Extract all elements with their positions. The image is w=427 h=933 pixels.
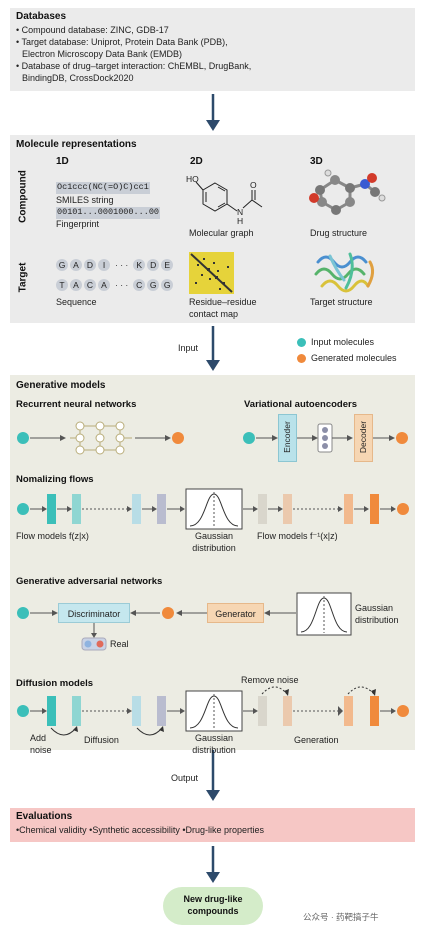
mol-label-h: H: [237, 216, 244, 226]
residue-12: C: [133, 279, 146, 291]
residue-8: T: [56, 279, 68, 291]
input-arrow-label: Input: [178, 343, 199, 353]
databases-item-5: BindingDB, CrossDock2020: [22, 73, 134, 83]
sequence-label: Sequence: [56, 297, 97, 307]
sequence-row-1: G A D I · · · K D E: [56, 259, 174, 271]
legend-input-label: Input molecules: [311, 337, 375, 347]
residue-9: A: [70, 279, 82, 291]
databases-item-1: • Compound database: ZINC, GDB-17: [16, 25, 169, 35]
flow-models-forward-label: Flow models f(z|x): [16, 531, 89, 541]
generator-box: Generator: [207, 603, 264, 623]
molecular-graph-label: Molecular graph: [189, 228, 254, 238]
gan-title: Generative adversarial networks: [16, 576, 163, 587]
real-label: Real: [110, 639, 129, 649]
evaluations-panel: [10, 808, 415, 842]
generative-title: Generative models: [16, 380, 106, 391]
gan-gaussian-label: Gaussian distribution: [355, 603, 399, 625]
mol-label-o: O: [250, 180, 257, 190]
contact-map-image: [189, 252, 234, 294]
mol-label-n: N: [237, 207, 244, 217]
residue-2: A: [70, 259, 82, 271]
diffusion-title: Diffusion models: [16, 678, 94, 689]
residue-1: G: [56, 259, 68, 271]
residue-7: E: [161, 259, 174, 271]
legend-generated-label: Generated molecules: [311, 353, 397, 363]
legend-input-dot: [297, 338, 306, 347]
residue-6: D: [147, 259, 160, 271]
encoder-block: [278, 414, 297, 462]
row-target-label: Target: [17, 262, 29, 293]
databases-item-2: • Target database: Uniprot, Protein Data…: [16, 37, 228, 47]
flow-models-inverse-label: Flow models f⁻¹(x|z): [257, 531, 338, 541]
add-noise-label: Add noise: [30, 733, 52, 755]
nf-title: Nomalizing flows: [16, 474, 94, 485]
mol-label-ho: HO: [186, 174, 199, 184]
diffusion-gaussian-label: Gaussian distribution: [192, 733, 236, 755]
vae-title: Variational autoencoders: [244, 399, 357, 410]
legend-generated-dot: [297, 354, 306, 363]
diffusion-label: Diffusion: [84, 735, 119, 745]
residue-3: D: [84, 259, 96, 271]
nf-gaussian-label: Gaussian distribution: [192, 531, 236, 553]
smiles-label: SMILES string: [56, 195, 114, 205]
decoder-block: [354, 414, 373, 462]
final-compounds-pill: [163, 887, 263, 925]
databases-item-3: Electron Microscopy Data Bank (EMDB): [22, 49, 183, 59]
discriminator-box: Discriminator: [58, 603, 130, 623]
residue-4: I: [98, 259, 110, 271]
representations-title: Molecule representations: [16, 139, 137, 150]
final-compounds-label: New drug-like compounds: [183, 894, 243, 916]
watermark: 公众号 · 药靶搞子牛: [303, 912, 379, 922]
sequence-dots-2: · · ·: [115, 280, 129, 290]
fingerprint-label: Fingerprint: [56, 219, 100, 229]
remove-noise-label: Remove noise: [241, 675, 299, 685]
sequence-dots: · · ·: [115, 260, 129, 270]
databases-title: Databases: [16, 11, 67, 22]
smiles-value: Oc1ccc(NC(=O)C)cc1: [56, 182, 150, 194]
fingerprint-value: 00101...0001000...00: [56, 207, 161, 219]
databases-panel: [10, 8, 415, 91]
rnn-title: Recurrent neural networks: [16, 399, 137, 410]
row-compound-label: Compound: [17, 170, 29, 223]
residue-11: A: [98, 279, 110, 291]
decoder-label: Decoder: [358, 420, 368, 454]
column-2d: 2D: [190, 156, 203, 167]
sequence-row-2: T A C A · · · C G G: [56, 279, 174, 291]
residue-14: G: [161, 279, 174, 291]
column-3d: 3D: [310, 156, 323, 167]
drug-structure-label: Drug structure: [310, 228, 368, 238]
residue-10: C: [84, 279, 96, 291]
evaluations-items: •Chemical validity •Synthetic accessibil…: [16, 825, 265, 835]
evaluations-title: Evaluations: [16, 811, 73, 822]
generation-label: Generation: [294, 735, 339, 745]
residue-13: G: [147, 279, 160, 291]
databases-item-4: • Database of drug–target interaction: C…: [16, 61, 252, 71]
encoder-label: Encoder: [282, 421, 292, 453]
residue-5: K: [133, 259, 146, 271]
target-structure-label: Target structure: [310, 297, 373, 307]
contact-map-label: Residue–residue contact map: [189, 297, 257, 319]
column-1d: 1D: [56, 156, 69, 167]
output-arrow-label: Output: [171, 773, 199, 783]
